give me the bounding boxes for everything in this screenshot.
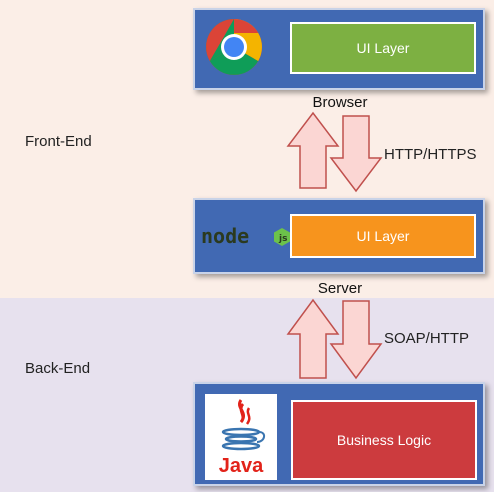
browser-ui-layer: UI Layer — [290, 22, 476, 74]
business-logic-label: Business Logic — [336, 432, 432, 448]
server-ui-layer: UI Layer — [290, 214, 476, 258]
up-arrow-http — [286, 111, 340, 189]
server-ui-layer-label: UI Layer — [356, 228, 410, 244]
server-caption: Server — [317, 280, 363, 297]
server-tier: node js UI Layer — [193, 198, 485, 274]
back-end-label: Back-End — [25, 360, 91, 377]
browser-caption: Browser — [312, 94, 368, 111]
soap-http-label: SOAP/HTTP — [384, 330, 470, 347]
down-arrow-http — [329, 115, 383, 193]
nodejs-logo-icon: node js — [199, 224, 293, 250]
chrome-logo-icon — [203, 16, 265, 78]
browser-tier: UI Layer — [193, 8, 485, 90]
front-end-label: Front-End — [25, 133, 92, 150]
business-logic-layer: Business Logic — [291, 400, 477, 480]
java-logo-text: Java — [219, 455, 264, 477]
browser-ui-layer-label: UI Layer — [356, 40, 410, 56]
up-arrow-soap — [286, 298, 340, 379]
nodejs-logo-text: node — [201, 224, 249, 248]
down-arrow-soap — [329, 300, 383, 380]
svg-text:js: js — [278, 234, 287, 244]
java-logo-icon: Java — [205, 394, 277, 480]
http-https-label: HTTP/HTTPS — [384, 146, 477, 163]
backend-tier: Java Business Logic — [193, 382, 485, 486]
